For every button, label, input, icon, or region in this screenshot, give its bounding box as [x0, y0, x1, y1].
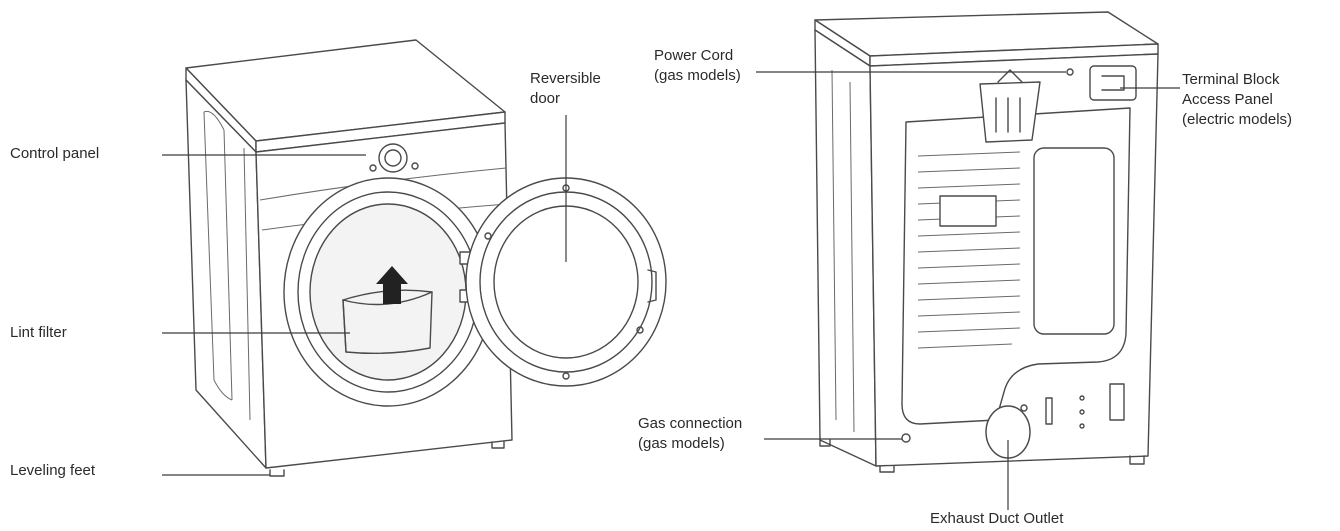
- label-control-panel: Control panel: [10, 145, 100, 162]
- front-dryer-illustration: [185, 39, 667, 477]
- rear-dryer-illustration: [814, 11, 1159, 473]
- label-terminal-block: Terminal Block Access Panel (electric mo…: [1182, 71, 1293, 128]
- label-reversible-door: Reversible door: [530, 70, 601, 107]
- label-exhaust-duct: Exhaust Duct Outlet: [930, 510, 1064, 527]
- label-power-cord: Power Cord (gas models): [654, 47, 741, 84]
- label-lint-filter: Lint filter: [10, 324, 67, 341]
- label-gas-connection: Gas connection (gas models): [638, 415, 743, 452]
- label-leveling-feet: Leveling feet: [10, 462, 96, 479]
